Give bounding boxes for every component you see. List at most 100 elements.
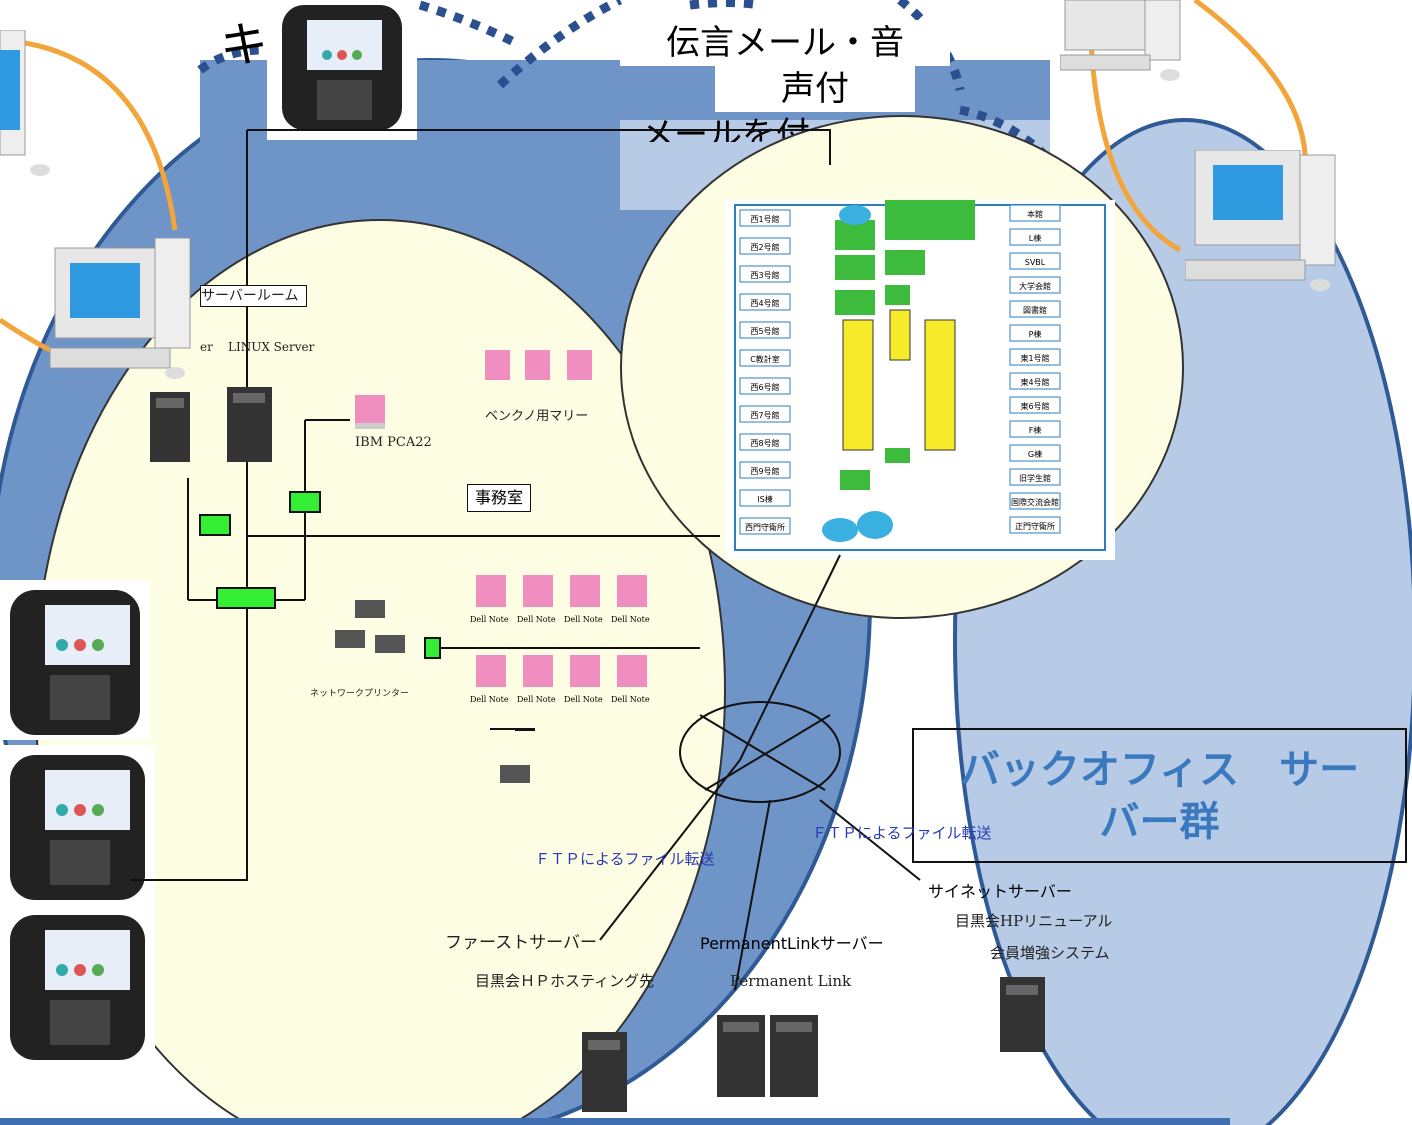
top-label-line2: 声付: [715, 66, 915, 112]
laptop-item: Dell Note: [470, 575, 514, 637]
campus-building-label: 本館: [1027, 209, 1043, 219]
campus-building-label: 西5号館: [750, 326, 779, 336]
first-server-label: ファーストサーバー: [445, 933, 597, 953]
laptop-item: Dell Note: [470, 655, 514, 717]
campus-building-box: [1009, 492, 1061, 510]
permanent-server-label: PermanentLinkサーバー: [700, 934, 884, 953]
campus-building-label: 西4号館: [750, 298, 779, 308]
laptop-label: Dell Note: [611, 615, 650, 624]
desktop-pc-right-bottom: [1184, 149, 1345, 300]
server-room-label: サーバールーム: [200, 285, 307, 307]
sinet-server-tower: [998, 975, 1048, 1055]
laptop-item: Dell Note: [564, 575, 608, 637]
laptop-item: Dell Note: [564, 655, 608, 717]
campus-building-box: [739, 349, 791, 367]
dotted-arc-3: [496, 0, 623, 89]
ip-phone-top: [267, 0, 417, 140]
back-office-title-line1: バックオフィス サー: [959, 747, 1360, 793]
laptop-label: Dell Note: [564, 615, 603, 624]
desktop-pc-right-top: [1059, 0, 1190, 85]
campus-building-box: [739, 321, 791, 339]
campus-map-svg: 西1号館西2号館西3号館西4号館西5号館C教計室西6号館西7号館西8号館西9号館…: [734, 200, 1106, 551]
campus-building-box: [739, 237, 791, 255]
campus-building-box: [739, 433, 791, 451]
pc-group-mirrored: [480, 340, 600, 390]
first-server-sub: 目黒会ＨＰホスティング先: [475, 972, 655, 990]
campus-building-label: 西8号館: [750, 438, 779, 448]
desktop-pc-left-top: [0, 29, 60, 180]
campus-building-label: 西3号館: [750, 270, 779, 280]
top-center-label: 伝言メール・音 声付 メールを付: [620, 20, 950, 200]
campus-building-label: 東4号館: [1020, 377, 1049, 387]
ip-phone-left-1: [0, 580, 150, 740]
campus-building-label: 西9号館: [750, 466, 779, 476]
server-tower-1: [148, 390, 193, 465]
ip-phone-left-3: [0, 905, 155, 1065]
top-left-fragment: キ: [220, 17, 269, 73]
campus-building-box: [1009, 420, 1061, 438]
campus-building-box: [1009, 372, 1061, 390]
campus-building-label: 西1号館: [750, 214, 779, 224]
campus-building-label: 東1号館: [1020, 353, 1049, 363]
laptop-label: Dell Note: [470, 615, 509, 624]
printer-label: ネットワークプリンター: [310, 689, 410, 699]
campus-building-box: [1009, 228, 1061, 246]
dotted-arc-4: [689, 0, 761, 10]
campus-building-label: C教計室: [750, 354, 780, 364]
campus-building-label: IS棟: [757, 494, 772, 504]
campus-building-label: SVBL: [1025, 258, 1046, 267]
back-office-title-line2: バー群: [1099, 799, 1220, 845]
campus-building-box: [1009, 324, 1061, 342]
permanent-server-towers: [715, 1010, 825, 1100]
laptop-item: Dell Note: [517, 575, 561, 637]
campus-building-box: [739, 461, 791, 479]
campus-building-label: P棟: [1029, 329, 1042, 339]
campus-building-box: [1009, 300, 1061, 318]
server2-label: LINUX Server: [228, 340, 315, 354]
orange-ring-left-bottom: [0, 317, 52, 353]
laptop-item: Dell Note: [611, 575, 655, 637]
campus-building-label: 旧学生館: [1019, 473, 1051, 483]
campus-building-box: [739, 517, 791, 535]
office-label: 事務室: [467, 484, 531, 512]
laptop-label: Dell Note: [611, 695, 650, 704]
campus-building-label: L棟: [1029, 233, 1041, 243]
ftp-left-label: ＦＴＰによるファイル転送: [535, 850, 715, 868]
campus-building-box: [1009, 396, 1061, 414]
pc-group-mirrored-label: ベンクノ用マリー: [485, 409, 589, 424]
campus-building-box: [739, 209, 791, 227]
campus-building-label: 図書館: [1023, 305, 1047, 315]
campus-building-box: [1009, 204, 1061, 222]
top-label-line1: 伝言メール・音: [620, 20, 950, 66]
back-office-title-box: バックオフィス サー バー群: [912, 728, 1407, 863]
campus-building-label: 西門守衛所: [745, 522, 785, 532]
printer-group: [330, 590, 410, 670]
dotted-arc-2: [418, 0, 523, 50]
campus-building-box: [739, 405, 791, 423]
printer-single: [495, 755, 535, 790]
bottom-blue-bar: [0, 1118, 1230, 1125]
campus-building-label: 東6号館: [1020, 401, 1049, 411]
campus-building-box: [739, 265, 791, 283]
first-server-tower: [580, 1030, 630, 1115]
campus-building-label: G棟: [1028, 449, 1042, 459]
laptop-item: Dell Note: [517, 655, 561, 717]
campus-building-label: F棟: [1029, 425, 1042, 435]
pc-ibm-icon: [355, 395, 385, 430]
ip-phone-left-2: [0, 745, 155, 905]
printer-line: [490, 728, 535, 730]
campus-building-box: [739, 377, 791, 395]
campus-building-box: [1009, 348, 1061, 366]
server-tower-2: [225, 385, 275, 465]
campus-building-box: [1009, 468, 1061, 486]
sinet-server-sub2: 会員増強システム: [990, 944, 1110, 962]
orange-ring-left-top: [0, 37, 178, 231]
campus-building-box: [739, 489, 791, 507]
campus-building-box: [1009, 276, 1061, 294]
sinet-server-sub1: 目黒会HPリニューアル: [955, 912, 1113, 930]
campus-building-label: 国際交流会館: [1011, 497, 1059, 507]
pc-ibm-label: IBM PCA22: [355, 435, 432, 450]
